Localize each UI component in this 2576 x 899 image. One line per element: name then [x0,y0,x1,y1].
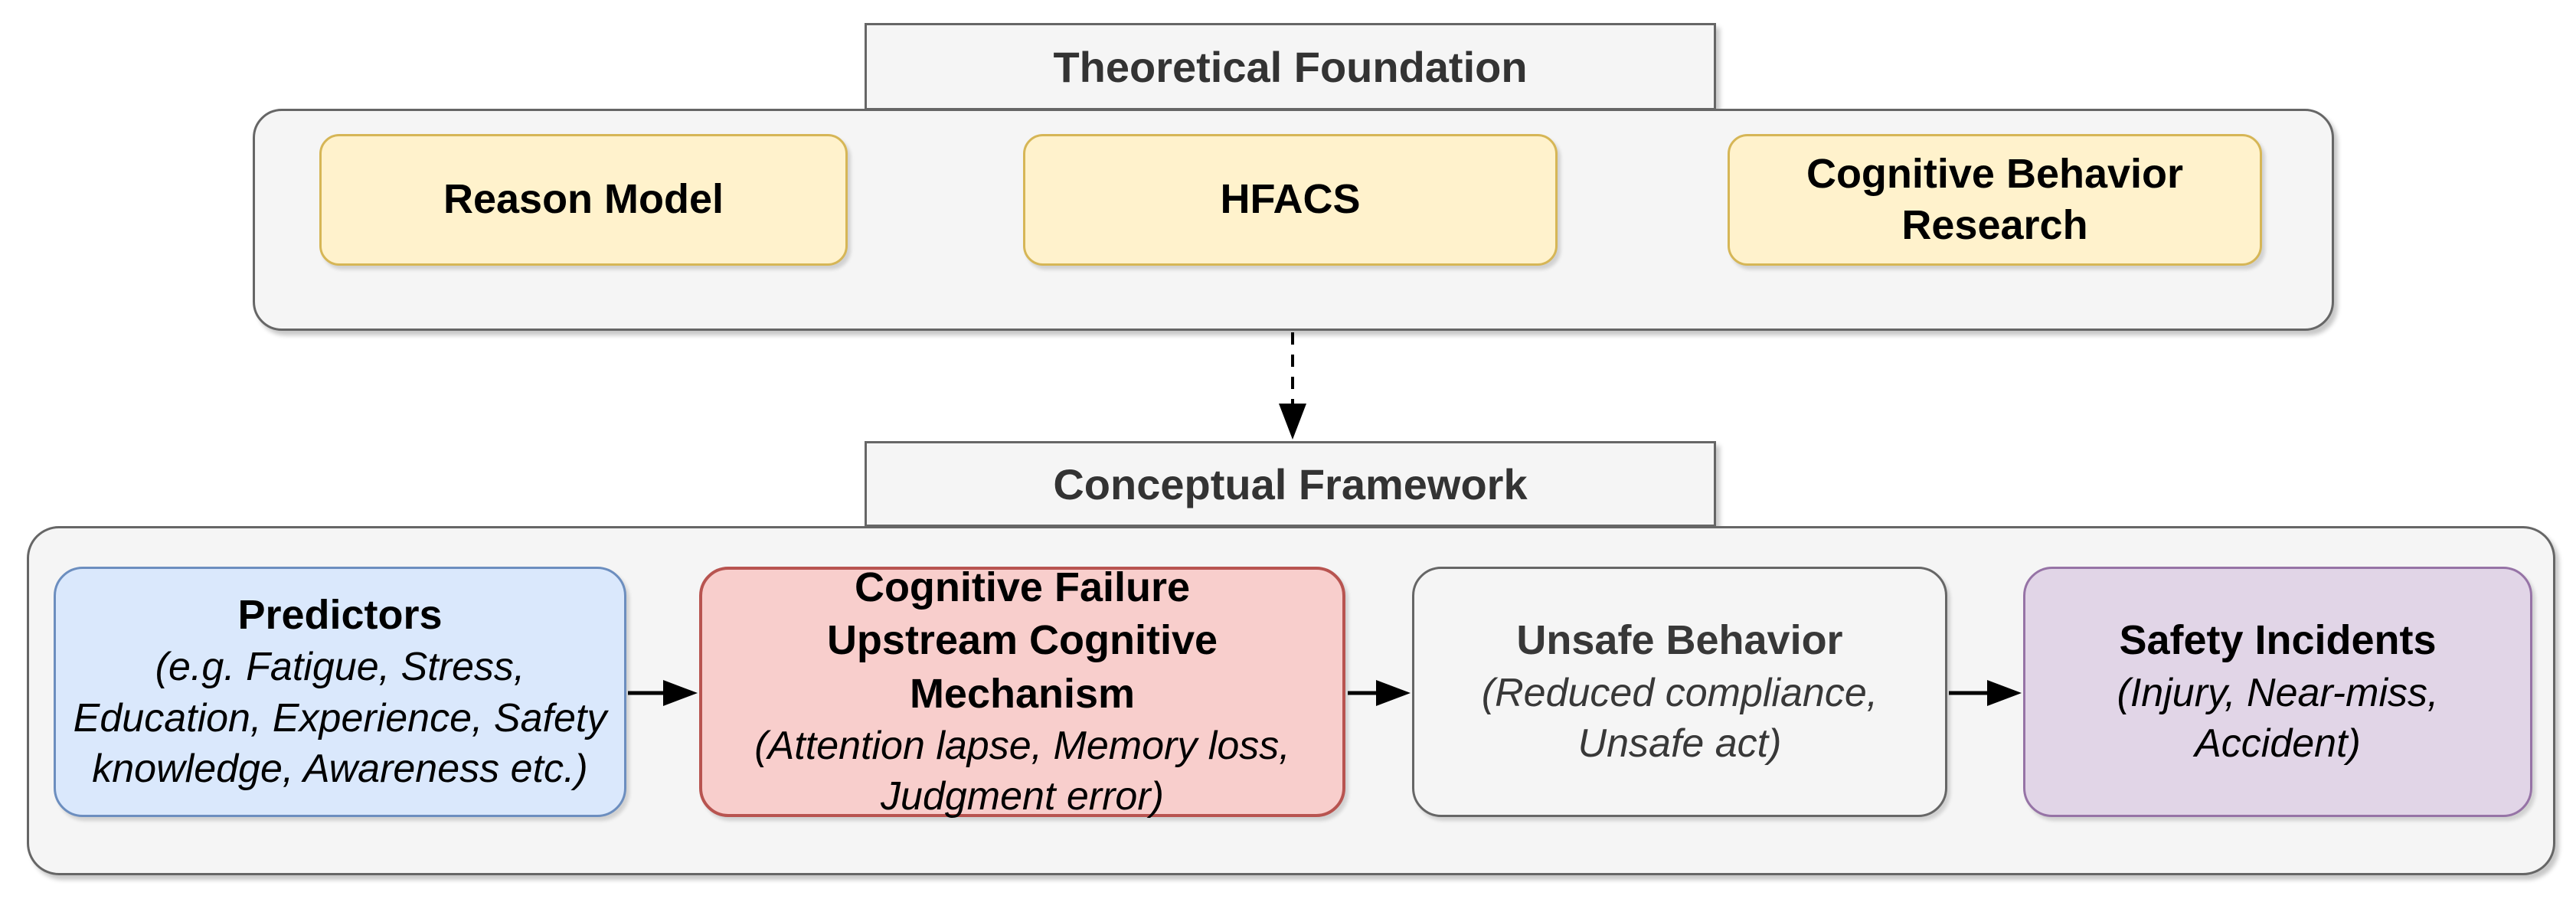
node-cognitive-failure: Cognitive Failure Upstream Cognitive Mec… [699,564,1345,819]
dashed-arrow-foundation-to-framework [1279,332,1306,440]
node-cognitive-behavior-research: Cognitive Behavior Research [1728,134,2262,266]
predictors-subtitle: (e.g. Fatigue, Stress, Education, Experi… [73,645,607,792]
predictors-title: Predictors [237,592,443,639]
cognitive-failure-title2: Upstream Cognitive Mechanism [826,617,1218,717]
safety-incidents-title: Safety Incidents [2119,617,2437,664]
hfacs-label: HFACS [1220,176,1361,223]
cognitive-failure-subtitle: (Attention lapse, Memory loss, Judgment … [754,723,1290,819]
node-unsafe-behavior: Unsafe Behavior (Reduced compliance, Uns… [1412,567,1947,817]
safety-incidents-subtitle: (Injury, Near-miss, Accident) [2117,670,2439,767]
unsafe-behavior-subtitle: (Reduced compliance, Unsafe act) [1481,670,1878,767]
node-safety-incidents: Safety Incidents (Injury, Near-miss, Acc… [2023,567,2532,817]
cognitive-failure-title: Cognitive Failure [854,564,1191,611]
reason-model-label: Reason Model [443,176,724,223]
node-reason-model: Reason Model [319,134,848,266]
theoretical-foundation-title: Theoretical Foundation [1053,42,1528,91]
node-predictors: Predictors (e.g. Fatigue, Stress, Educat… [54,567,626,817]
unsafe-behavior-title: Unsafe Behavior [1516,617,1843,664]
conceptual-framework-title: Conceptual Framework [1053,459,1528,508]
node-hfacs: HFACS [1023,134,1558,266]
conceptual-framework-header: Conceptual Framework [865,441,1716,527]
cognitive-behavior-research-label: Cognitive Behavior Research [1806,150,2184,249]
theoretical-foundation-header: Theoretical Foundation [865,23,1716,110]
